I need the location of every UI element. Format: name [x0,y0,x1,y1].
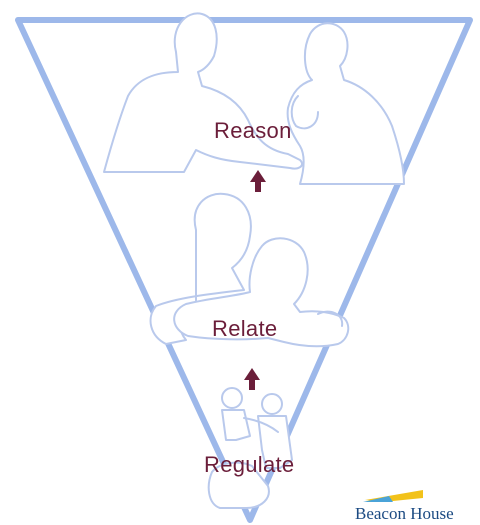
up-arrow-icon [244,368,260,390]
inverted-triangle [18,20,470,520]
regulate-figures-illustration [209,388,292,508]
beacon-house-logo: Beacon House [355,490,475,525]
reason-figures-illustration [104,13,404,184]
up-arrow-icon [250,170,266,192]
reason-label: Reason [214,118,292,144]
relate-label: Relate [212,316,277,342]
beacon-house-logo-mark [363,490,423,504]
beacon-house-logo-text: Beacon House [355,504,454,524]
regulate-label: Regulate [204,452,294,478]
